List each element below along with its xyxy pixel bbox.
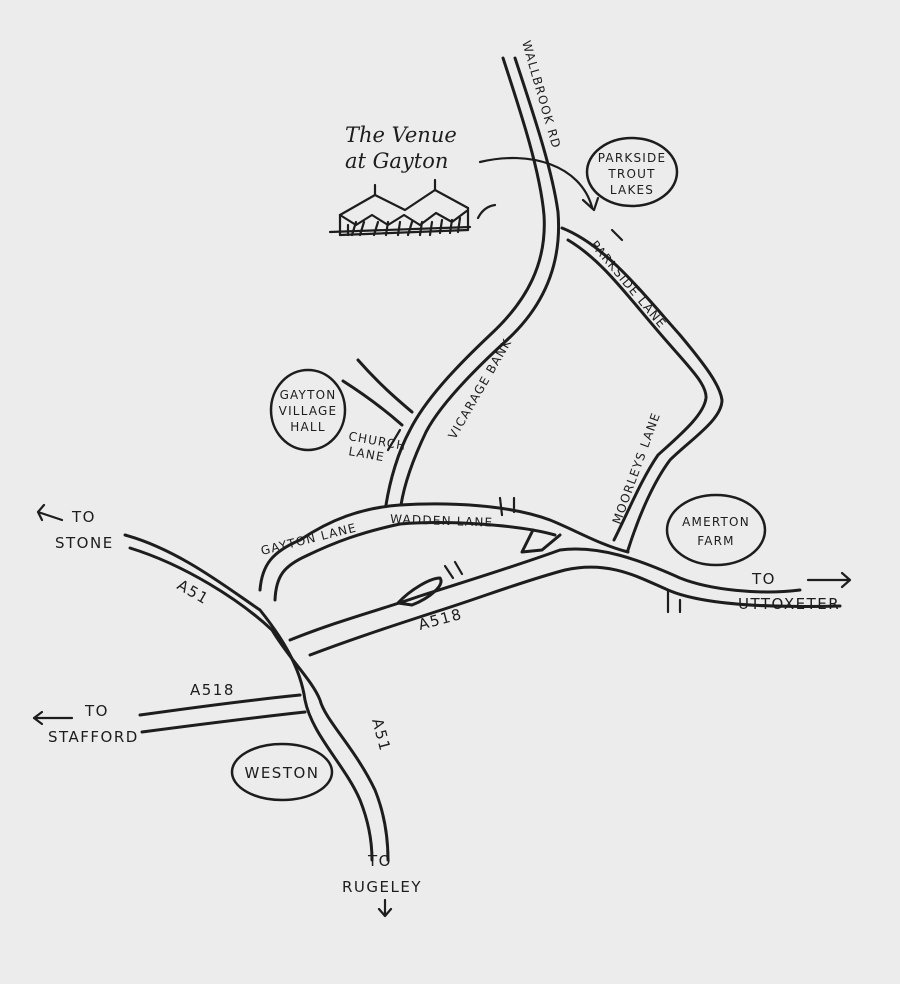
place-label: PARKSIDE — [598, 151, 666, 165]
wallbrook-vicarage-road-right — [399, 56, 561, 507]
curved-arrow-icon — [476, 156, 600, 220]
a51-west-edge — [123, 533, 374, 862]
parkside-junction-stub — [610, 228, 624, 242]
parkside-trout-lakes: PARKSIDE TROUT LAKES — [585, 136, 679, 208]
arrow-icon — [36, 503, 64, 522]
place-label: TROUT — [607, 167, 655, 181]
place-label: GAYTON — [280, 388, 337, 402]
road-label-wadden-lane: WADDEN LANE — [390, 512, 494, 530]
a51-east-edge — [128, 546, 390, 862]
arrow-icon — [32, 710, 74, 726]
venue-title-line1: The Venue — [345, 123, 457, 147]
destination-name: RUGELEY — [342, 878, 422, 896]
gayton-lane-top — [258, 502, 630, 592]
parkside-lane-top — [560, 226, 724, 552]
arrow-icon — [806, 571, 852, 589]
parkside-lane-bottom — [566, 238, 708, 542]
place-label: AMERTON — [682, 515, 750, 529]
gayton-lane-bottom — [273, 521, 557, 602]
venue-group: The Venue at Gayton — [328, 123, 600, 237]
place-label: WESTON — [244, 764, 319, 782]
destination-stafford: TO STAFFORD — [32, 702, 139, 746]
a518-lay-by — [396, 576, 443, 607]
destination-rugeley: TO RUGELEY — [342, 852, 422, 918]
place-label: LAKES — [610, 183, 654, 197]
destination-name: STONE — [55, 534, 114, 552]
road-label-a518-west: A518 — [190, 681, 235, 699]
destination-uttoxeter: TO UTTOXETER — [738, 570, 852, 613]
destination-to: TO — [84, 702, 109, 720]
roads — [123, 56, 842, 862]
place-label: VILLAGE — [279, 404, 338, 418]
wadden-stub — [498, 496, 516, 517]
destination-to: TO — [71, 508, 96, 526]
amerton-farm: AMERTON FARM — [665, 493, 767, 567]
marquee-icon — [328, 178, 472, 237]
wadden-lane-wedge — [520, 528, 562, 554]
road-label-church-lane: LANE — [347, 444, 385, 464]
wallbrook-vicarage-road-left — [384, 56, 546, 507]
side-road-lower — [341, 379, 404, 427]
weston: WESTON — [230, 742, 334, 802]
venue-title-line2: at Gayton — [345, 149, 448, 173]
uttoxeter-stub — [666, 588, 682, 614]
place-label: HALL — [290, 420, 325, 434]
destination-to: TO — [751, 570, 776, 588]
destination-name: STAFFORD — [48, 728, 139, 746]
church-lane-stub — [386, 428, 402, 452]
a518-west-south-edge — [140, 710, 307, 734]
a518-west-north-edge — [138, 693, 302, 717]
place-label: FARM — [697, 534, 735, 548]
side-road-upper — [356, 358, 414, 414]
a518-south-edge — [308, 565, 842, 657]
a518-marks — [443, 560, 464, 580]
a518-north-edge — [288, 547, 802, 642]
gayton-village-hall: GAYTON VILLAGE HALL — [269, 368, 347, 452]
arrow-icon — [377, 898, 393, 918]
destination-to: TO — [367, 852, 392, 870]
destination-name: UTTOXETER — [738, 595, 840, 613]
destination-stone: TO STONE — [36, 503, 114, 552]
